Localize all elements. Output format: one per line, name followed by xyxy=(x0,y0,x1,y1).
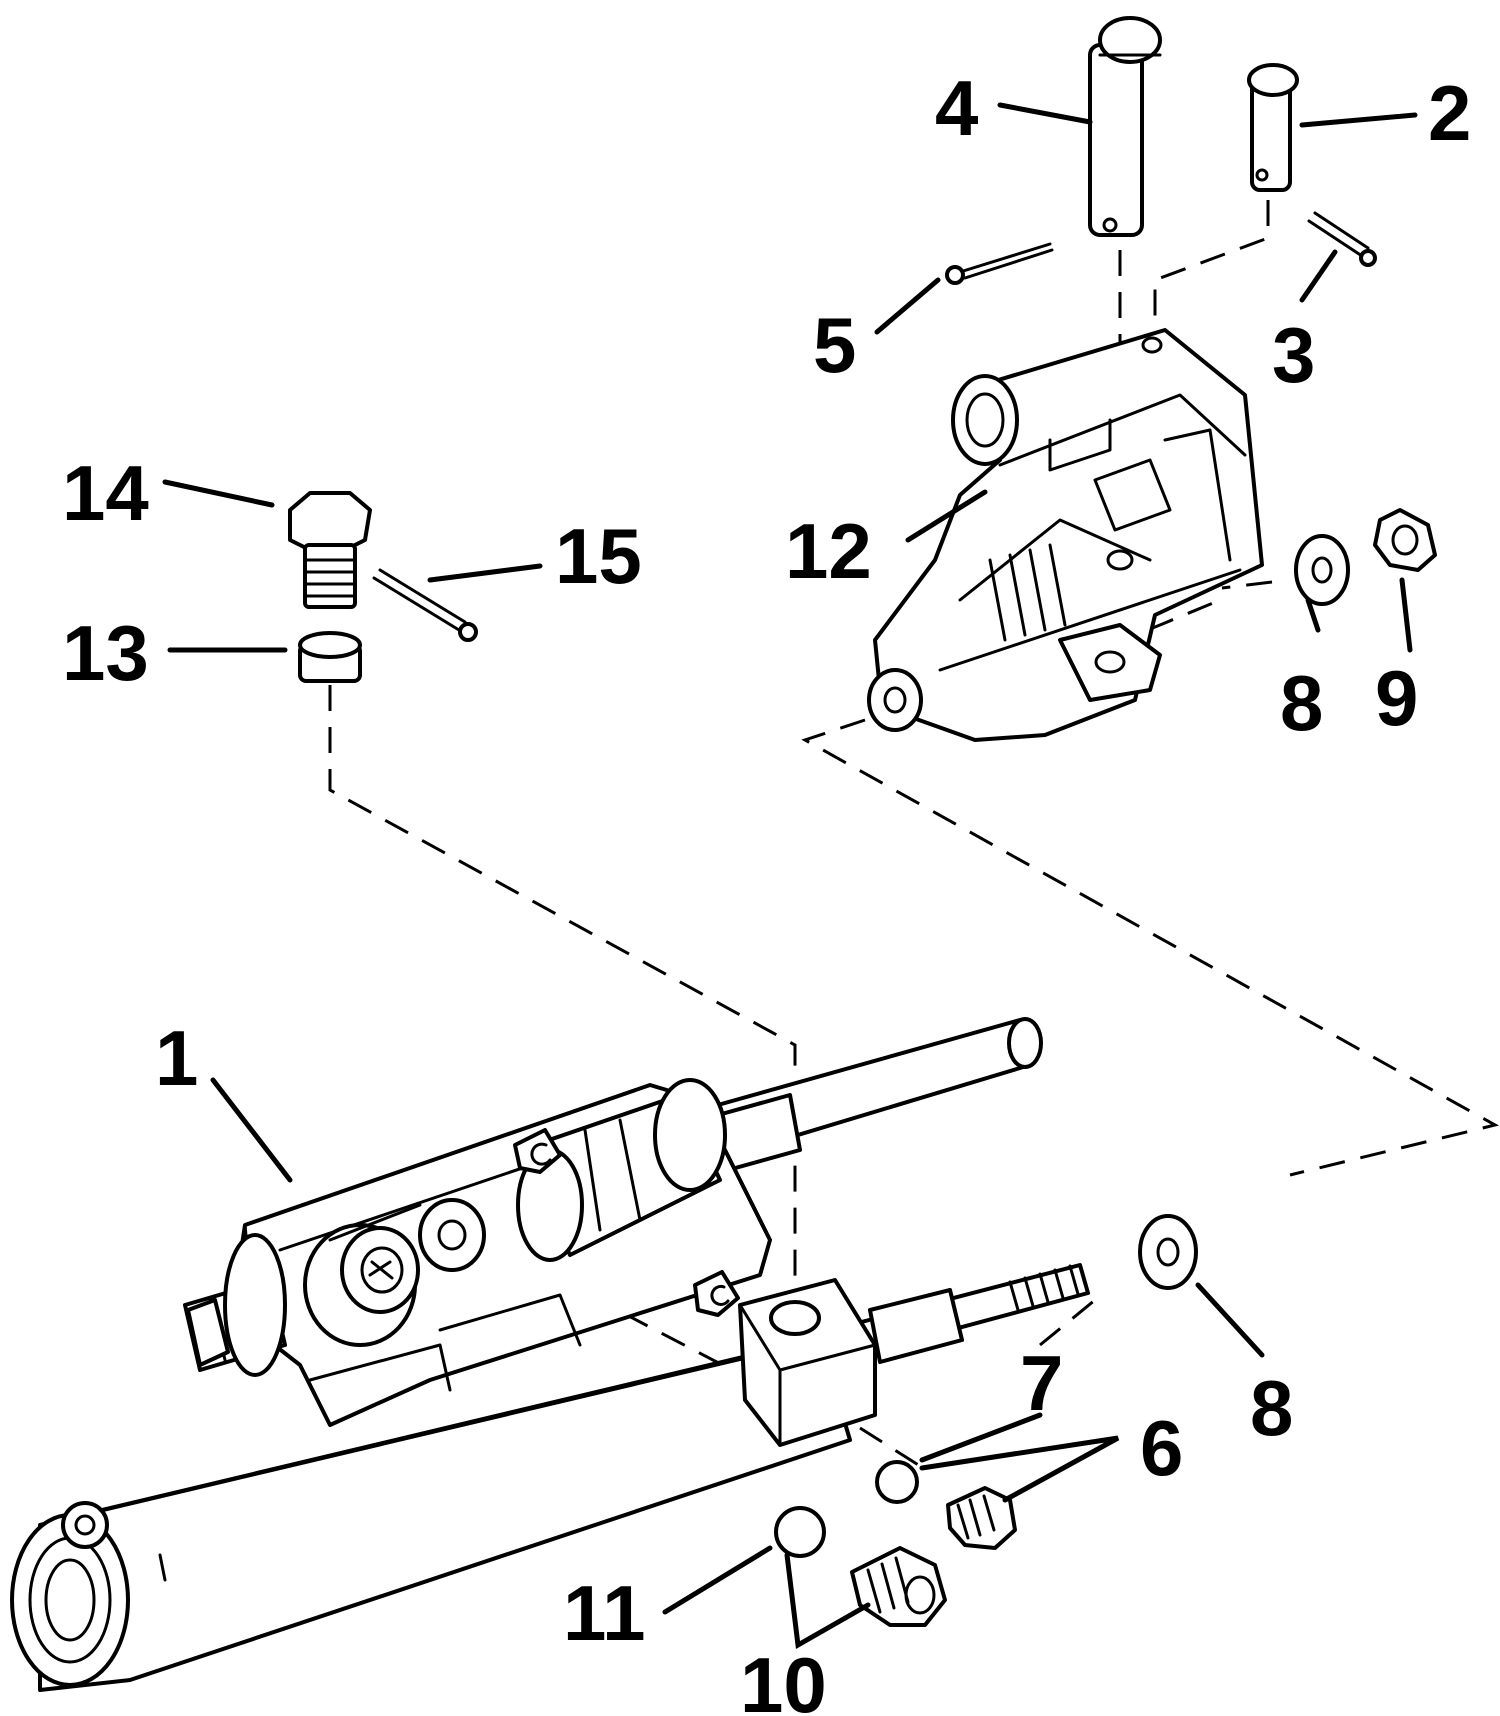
leader-5 xyxy=(874,277,941,335)
cotter-pin-3 xyxy=(1307,211,1377,267)
leader-7 xyxy=(919,1412,1043,1463)
callout-12: 12 xyxy=(785,507,872,595)
callout-1: 1 xyxy=(155,1014,198,1102)
leader-8a xyxy=(1305,597,1321,633)
callout-8-lower: 8 xyxy=(1250,1364,1293,1452)
assembly-line-oring-7 xyxy=(859,1426,921,1468)
callout-9: 9 xyxy=(1375,654,1418,742)
callout-7: 7 xyxy=(1020,1339,1063,1427)
assembly-line-washer-lower xyxy=(1039,1298,1096,1347)
leader-4 xyxy=(997,102,1093,125)
cotter-pin-5 xyxy=(945,242,1054,285)
callout-2: 2 xyxy=(1428,69,1471,157)
callout-13: 13 xyxy=(62,609,149,697)
cotter-pin-15 xyxy=(372,568,478,642)
callout-10: 10 xyxy=(740,1641,827,1716)
callout-4: 4 xyxy=(935,64,978,152)
callout-14: 14 xyxy=(62,449,149,537)
leader-15 xyxy=(427,563,543,583)
washer-upper xyxy=(1294,534,1350,606)
short-pin xyxy=(1247,63,1299,192)
o-ring-11 xyxy=(774,1506,826,1558)
leader-12 xyxy=(905,489,988,543)
leader-10 xyxy=(784,1552,871,1650)
callout-8-upper: 8 xyxy=(1280,659,1323,747)
callout-labels: 1 2 3 4 5 6 7 8 8 9 10 11 12 13 14 15 xyxy=(62,64,1471,1716)
leader-3 xyxy=(1299,249,1338,303)
leader-14 xyxy=(162,479,275,508)
assembly-line-washer-to-nut xyxy=(1221,580,1273,590)
shift-housing xyxy=(10,1017,1090,1692)
leader-2 xyxy=(1299,112,1418,128)
leader-8b xyxy=(1195,1282,1265,1358)
callout-5: 5 xyxy=(813,301,856,389)
assembly-line-cradle-to-washer xyxy=(801,718,1500,1177)
plug-10 xyxy=(850,1546,947,1627)
washer-lower xyxy=(1138,1214,1198,1290)
leader-9 xyxy=(1399,577,1413,653)
leader-1 xyxy=(210,1077,293,1183)
leader-lines xyxy=(162,102,1418,1650)
callout-15: 15 xyxy=(555,512,642,600)
assembly-line-bolt-to-bracket xyxy=(328,685,797,1285)
bolt xyxy=(288,491,372,609)
plug-6 xyxy=(946,1486,1017,1550)
leader-11 xyxy=(662,1545,773,1615)
callout-11: 11 xyxy=(563,1569,645,1657)
assembly-line-pin-2 xyxy=(1153,200,1270,335)
leader-6 xyxy=(919,1435,1120,1503)
callout-3: 3 xyxy=(1272,311,1315,399)
callout-6: 6 xyxy=(1140,1404,1183,1492)
nut xyxy=(1373,508,1437,572)
bracket xyxy=(867,328,1264,742)
long-pin xyxy=(1088,16,1162,237)
o-ring-7 xyxy=(875,1460,919,1504)
spacer xyxy=(298,631,362,683)
